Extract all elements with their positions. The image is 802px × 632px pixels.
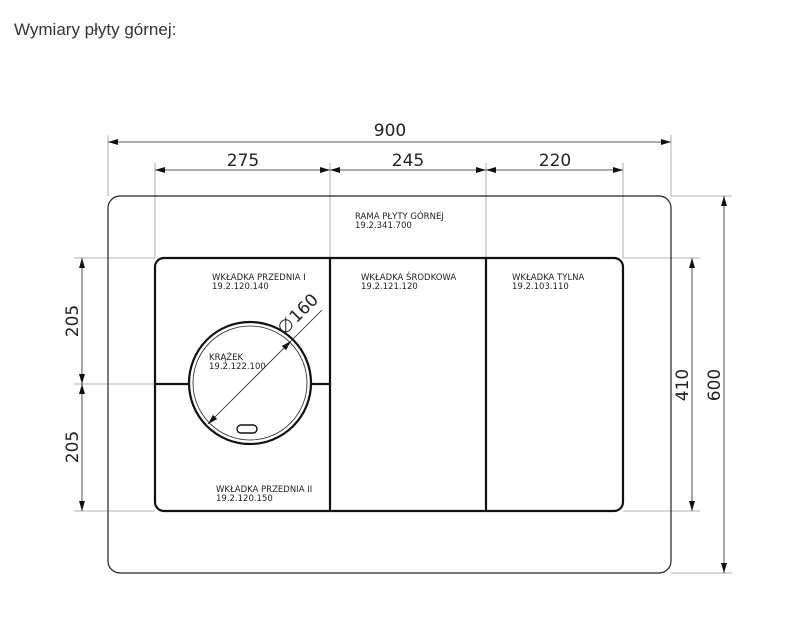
dim-total-width: 900 xyxy=(374,121,406,141)
dim-front-lower: 205 xyxy=(63,431,83,463)
rear-label: WKŁADKA TYLNA xyxy=(512,273,585,283)
front-1-label: WKŁADKA PRZEDNIA I xyxy=(212,273,306,283)
extension-lines xyxy=(74,135,732,574)
middle-code: 19.2.121.120 xyxy=(361,282,418,292)
frame-label: RAMA PŁYTY GÓRNEJ xyxy=(355,210,444,222)
top-plate-frame xyxy=(107,195,672,574)
dimension-lines xyxy=(79,139,727,573)
front-2-code: 19.2.120.150 xyxy=(216,494,273,504)
dim-front-upper: 205 xyxy=(63,305,83,337)
diameter-dimension: 160 xyxy=(279,290,323,335)
disc xyxy=(187,320,313,446)
disc-code: 19.2.122.100 xyxy=(209,362,266,372)
dim-disc-diameter: 160 xyxy=(286,290,323,327)
rear-code: 19.2.103.110 xyxy=(512,282,569,292)
middle-label: WKŁADKA ŚRODKOWA xyxy=(361,271,456,283)
front-2-label: WKŁADKA PRZEDNIA II xyxy=(216,485,312,495)
dim-segment-3: 220 xyxy=(539,151,571,171)
diameter-line xyxy=(207,340,292,425)
section-caption: Wymiary płyty górnej: xyxy=(14,20,177,39)
diameter-icon xyxy=(279,319,293,333)
inserts-outline xyxy=(153,256,625,513)
dim-insert-height: 410 xyxy=(673,369,693,401)
disc-label: KRĄŻEK xyxy=(209,352,243,363)
dim-segment-2: 245 xyxy=(392,151,424,171)
dim-total-height: 600 xyxy=(705,369,725,401)
disc-handle xyxy=(236,424,258,434)
frame-code: 19.2.341.700 xyxy=(355,221,412,231)
dim-segment-1: 275 xyxy=(227,151,259,171)
front-1-code: 19.2.120.140 xyxy=(212,282,269,292)
